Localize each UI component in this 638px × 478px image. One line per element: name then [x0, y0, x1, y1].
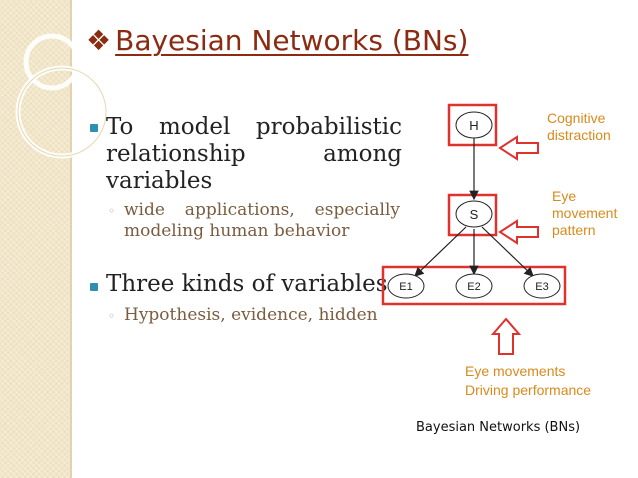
node-s: [455, 200, 493, 228]
node-h-label: H: [469, 118, 478, 133]
node-s-label: S: [470, 207, 479, 222]
node-e1-label: E1: [399, 281, 412, 293]
sub-bullet-icon: ◦: [108, 309, 116, 323]
sub-bullet-variable-kinds: Hypothesis, evidence, hidden: [124, 305, 378, 325]
bullet-square-icon: [90, 283, 98, 291]
diamond-bullet-icon: ❖: [86, 24, 112, 57]
bullet-square-icon: [90, 124, 98, 132]
label-eye-movement-pattern: Eye movement pattern: [552, 188, 618, 238]
sub-bullet-icon: ◦: [108, 204, 116, 218]
label-evidence-variables: Eye movements Driving performance: [465, 363, 592, 398]
edge-s-e3: [481, 226, 534, 277]
node-h: [455, 111, 493, 139]
slide-title: ❖Bayesian Networks (BNs): [86, 24, 469, 57]
decorative-circles: [15, 33, 109, 159]
up-arrow-icon: [490, 317, 522, 355]
label-cognitive-distraction: Cognitive distraction: [547, 110, 611, 143]
node-e1: [387, 273, 425, 299]
edge-s-e1: [414, 226, 467, 277]
node-e2: [455, 273, 493, 299]
bullet-text-model: To model probabilistic relationship amon…: [106, 114, 402, 194]
left-arrow-icon: [498, 219, 539, 245]
diagram-caption: Bayesian Networks (BNs): [416, 420, 581, 435]
node-e2-label: E2: [467, 281, 480, 293]
node-e3-label: E3: [535, 281, 548, 293]
sidebar-divider: [70, 0, 72, 478]
sub-bullet-applications: wide applications, especially modeling h…: [124, 200, 400, 241]
bullet-text-three-kinds: Three kinds of variables: [106, 271, 388, 297]
node-e3: [523, 273, 561, 299]
hypothesis-highlight-box: [447, 103, 498, 147]
left-arrow-icon: [498, 135, 539, 161]
